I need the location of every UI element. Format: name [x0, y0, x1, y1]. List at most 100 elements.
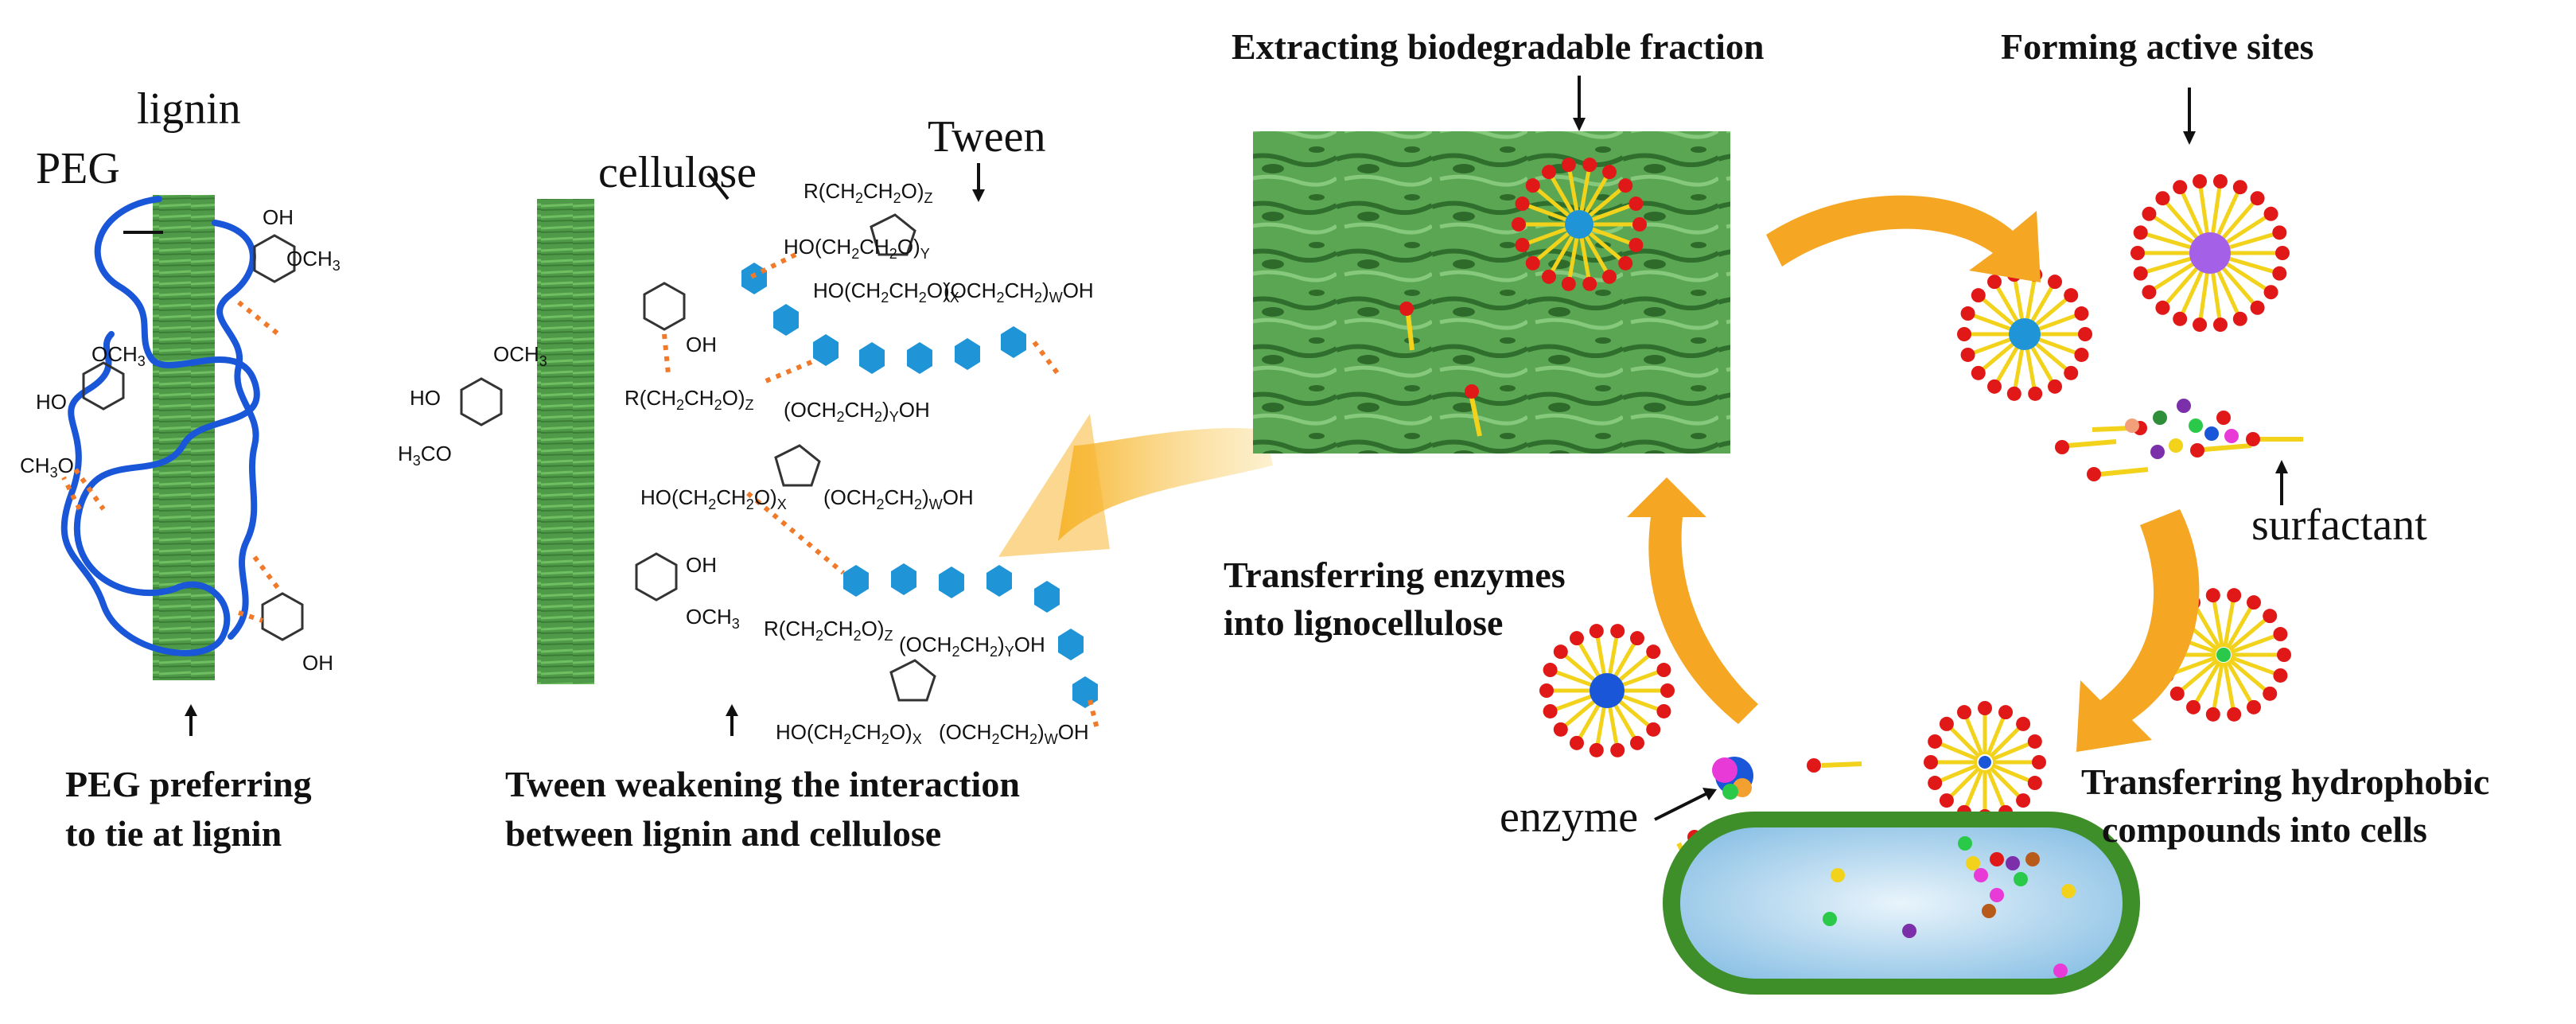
surfactant-tail — [2228, 617, 2268, 652]
surfactant-head — [1978, 701, 1992, 715]
surfactant-head — [1928, 734, 1943, 749]
surfactant-head — [1543, 703, 1558, 718]
surfactant-tail — [1989, 766, 2021, 799]
surfactant-head — [1971, 288, 1986, 303]
surfactant-head — [1610, 742, 1625, 757]
surfactant-head — [2205, 588, 2220, 603]
surfactant-head — [1660, 683, 1675, 698]
surfactant-head — [1618, 178, 1633, 193]
surfactant-head — [2016, 793, 2031, 808]
chem-och3: OCH3 — [91, 342, 146, 370]
surfactant-tail — [1971, 313, 2018, 333]
surfactant-head — [2006, 386, 2021, 401]
surfactant-tail — [1567, 169, 1580, 217]
surfactant-head — [2277, 648, 2291, 662]
surfactant-head — [2250, 300, 2265, 315]
surfactant-head — [1998, 705, 2014, 720]
surfactant-tail — [2179, 658, 2219, 692]
hydrophobic-compounds — [2125, 399, 2239, 459]
cycle-arrow-top — [1766, 195, 2041, 282]
surfactant-tail — [2024, 278, 2037, 327]
surfactant-head — [2263, 686, 2278, 701]
tween-caption-line1: Tween weakening the interaction — [505, 764, 1020, 804]
surfactant-tail — [1526, 203, 1573, 224]
surfactant-tail — [1971, 335, 2018, 356]
cellulose-chain-lower — [843, 563, 1098, 708]
chem-oh: OH — [686, 333, 717, 356]
surfactant-head — [1960, 347, 1975, 362]
surfactant-head — [2247, 699, 2261, 714]
surfactant-tail — [2212, 599, 2224, 648]
surfactant-head — [2028, 386, 2043, 401]
surfactant-head — [1628, 237, 1644, 252]
chem-tween-group: (OCH2CH2)WOH — [939, 720, 1089, 748]
surfactant-tail — [1581, 175, 1609, 219]
surfactant-head — [2272, 225, 2287, 240]
label-enzyme: enzyme — [1500, 792, 1639, 842]
surfactant-head — [1561, 158, 1576, 173]
surfactant-tail — [1535, 187, 1574, 221]
surfactant-tail — [1986, 715, 2006, 756]
step-hydrophobic-line1: Transferring hydrophobic — [2081, 761, 2490, 802]
surfactant-head — [2227, 707, 2242, 722]
cell-compounds — [1823, 836, 2076, 978]
surfactant-head — [1553, 722, 1568, 737]
surfactant-tail — [2193, 660, 2222, 704]
lignin-ring — [253, 234, 296, 283]
surfactant-head — [1525, 178, 1540, 193]
micelle-active-right — [2130, 173, 2290, 333]
surfactant-head — [2155, 191, 2170, 206]
label-peg: PEG — [36, 144, 120, 193]
surfactant-tail — [1549, 230, 1578, 274]
surfactant-head — [2250, 191, 2265, 206]
surfactant-head — [1515, 237, 1530, 252]
surfactant-head — [2275, 246, 2290, 260]
chem-tween-group: R(CH2CH2O)Z — [804, 179, 933, 207]
surfactant-head — [2193, 317, 2208, 333]
surfactant-head — [2016, 716, 2031, 731]
surfactant-head — [1553, 644, 1568, 660]
surfactant-head — [1512, 217, 1526, 232]
surfactant-head — [1987, 274, 2002, 290]
surfactant-head — [2027, 734, 2042, 749]
surfactant-head — [1656, 663, 1671, 678]
label-lignin: lignin — [137, 84, 241, 134]
surfactant-head — [1589, 624, 1604, 639]
surfactant-head — [1610, 624, 1625, 639]
surfactant-head — [2078, 327, 2092, 341]
surfactant-tail — [2230, 633, 2277, 654]
surfactant-head — [1924, 755, 1938, 769]
surfactant-head — [2173, 311, 2188, 326]
surfactant-head — [2173, 180, 2188, 195]
surfactant-tail — [1948, 766, 1981, 799]
surfactant-head — [1630, 735, 1644, 750]
surfactant-head — [2133, 225, 2148, 240]
surfactant-head — [2186, 699, 2200, 714]
surfactant-head — [2272, 266, 2287, 281]
surfactant-head — [2212, 317, 2228, 333]
surfactant-head — [2193, 173, 2208, 189]
step-extract: Extracting biodegradable fraction — [1232, 26, 1765, 67]
cellulose-chain-upper — [741, 263, 1026, 374]
chem-tween-group: R(CH2CH2O)Z — [764, 617, 893, 644]
surfactant-tail — [1526, 225, 1573, 246]
surfactant-head — [1539, 683, 1554, 698]
surfactant-tail — [1991, 763, 2032, 784]
surfactant-head — [2212, 173, 2228, 189]
tween-ring — [889, 659, 936, 702]
surfactant-tail — [1991, 741, 2032, 761]
micelle-core — [2009, 318, 2041, 350]
surfactant-head — [2074, 306, 2089, 321]
surfactant-tail — [2212, 662, 2224, 711]
chem-h3co: H3CO — [398, 442, 452, 469]
micelle-cell — [1924, 701, 2046, 823]
surfactant-tail — [1535, 228, 1574, 262]
surfactant-tail — [2193, 605, 2222, 649]
chem-tween-group: HO(CH2CH2O)Y — [784, 235, 930, 263]
surfactant-head — [1971, 365, 1986, 380]
surfactant-head — [1525, 255, 1540, 271]
chem-och3: OCH3 — [286, 247, 340, 274]
enzyme-blob — [1712, 757, 1753, 800]
surfactant-head — [1582, 276, 1597, 291]
chem-tween-group: (OCH2CH2)WOH — [944, 278, 1094, 306]
